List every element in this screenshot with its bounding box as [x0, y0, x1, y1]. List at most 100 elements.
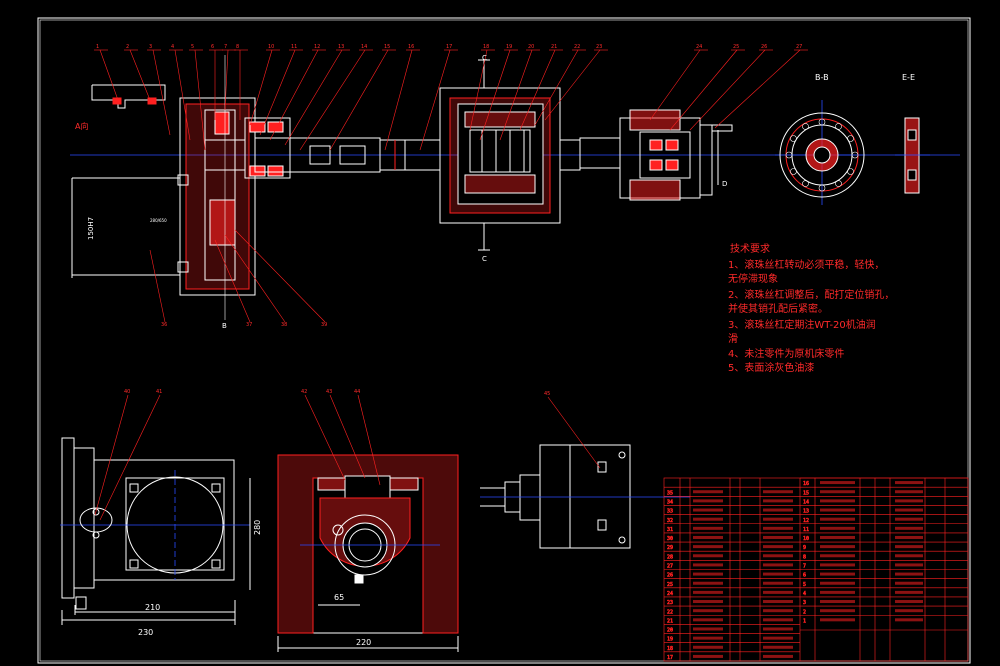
balloon-number: 22: [574, 44, 580, 50]
mark-d: D: [722, 180, 727, 188]
tbl-row-no: 7: [803, 564, 806, 570]
balloon-number: 12: [314, 44, 320, 50]
dim-210: 210: [145, 603, 160, 612]
balloon-number: 15: [384, 44, 390, 50]
tbl-cell-mark: [693, 600, 723, 604]
tbl-cell-mark: [895, 526, 923, 530]
tbl-cell-mark: [763, 654, 793, 658]
balloon-number: 19: [506, 44, 512, 50]
balloon-number: 3: [149, 44, 152, 50]
tbl-cell-mark: [763, 508, 793, 512]
tbl-row-no: 34: [667, 499, 673, 505]
tbl-cell-mark: [895, 535, 923, 539]
tbl-cell-mark: [820, 545, 855, 549]
tbl-cell-mark: [820, 554, 855, 558]
balloon-number: 11: [291, 44, 297, 50]
tbl-cell-mark: [895, 618, 923, 622]
balloon-number: 18: [483, 44, 489, 50]
tbl-row-no: 23: [667, 600, 673, 606]
tech-req-line-3: 2、滚珠丝杠调整后，配打定位销孔，: [728, 288, 894, 301]
tbl-cell-mark: [693, 590, 723, 594]
gearbox-housing: [179, 97, 256, 296]
balloon-number: 25: [733, 44, 739, 50]
tbl-cell-mark: [763, 618, 793, 622]
tbl-cell-mark: [693, 636, 723, 640]
tbl-cell-mark: [763, 645, 793, 649]
balloon-leader: [299, 49, 366, 151]
balloon-number: 4: [171, 44, 174, 50]
tbl-cell-mark: [820, 590, 855, 594]
inner-frame: [39, 19, 969, 662]
tbl-row-no: 2: [803, 609, 806, 615]
balloon-leader: [544, 49, 601, 121]
tech-req-line-2: 无停滞现象: [728, 272, 778, 285]
ball-circle: [790, 135, 797, 142]
dim-280: 280: [253, 520, 262, 535]
balloon-leader: [194, 49, 206, 151]
tbl-cell-mark: [693, 581, 723, 585]
tbl-cell-mark: [820, 499, 855, 503]
balloon-leader: [269, 49, 319, 141]
ball-circle: [802, 180, 809, 187]
balloon-number: 6: [211, 44, 214, 50]
tbl-cell-mark: [763, 545, 793, 549]
tbl-cell-mark: [693, 572, 723, 576]
mark-b: B: [222, 322, 227, 330]
tech-req-line-8: 5、表面涂灰色油漆: [728, 361, 814, 374]
balloon-leader: [304, 394, 346, 481]
balloon-number: 13: [338, 44, 344, 50]
balloon-number: 36: [161, 322, 167, 328]
tbl-cell-mark: [763, 572, 793, 576]
balloon-number: 27: [796, 44, 802, 50]
tbl-cell-mark: [763, 499, 793, 503]
tech-req-line-6: 滑: [728, 333, 738, 345]
balloon-leader: [357, 394, 381, 486]
tbl-cell-mark: [763, 581, 793, 585]
balloon-number: 7: [224, 44, 227, 50]
tbl-cell-mark: [763, 563, 793, 567]
section-ee-label: E-E: [902, 73, 915, 82]
balloon-number: 2: [126, 44, 129, 50]
tbl-cell-mark: [763, 609, 793, 613]
ball-circle: [847, 168, 854, 175]
tech-req-line-5: 3、滚珠丝杠定期注WT-20机油润: [728, 318, 876, 331]
tbl-cell-mark: [895, 517, 923, 521]
balloon-leader: [419, 49, 451, 151]
dim-65: 65: [334, 593, 344, 602]
tbl-cell-mark: [820, 508, 855, 512]
balloon-number: 45: [544, 391, 550, 397]
balloon-number: 1: [96, 44, 99, 50]
section-bb-view: B-B: [775, 73, 865, 205]
ball-circle: [818, 184, 826, 192]
tbl-cell-mark: [693, 654, 723, 658]
tbl-row-no: 14: [803, 499, 809, 505]
balloon-number: 39: [321, 322, 327, 328]
balloon-number: 5: [191, 44, 194, 50]
lower-section-view: [277, 454, 459, 652]
balloon-number: 40: [124, 389, 130, 395]
balloon-number: 41: [156, 389, 162, 395]
balloon-leader: [469, 49, 488, 131]
balloon-leader: [669, 49, 738, 131]
tbl-row-no: 18: [667, 646, 673, 652]
tbl-cell-mark: [763, 526, 793, 530]
view-a-label: A向: [75, 121, 88, 131]
dim-150-label: 150H7: [87, 217, 95, 240]
tbl-row-no: 29: [667, 545, 673, 551]
tbl-cell-mark: [693, 526, 723, 530]
ball-circle: [851, 151, 859, 159]
ball-circle: [802, 123, 809, 130]
balloon-leader: [329, 49, 389, 151]
dim-230: 230: [138, 628, 153, 637]
tbl-cell-mark: [693, 545, 723, 549]
balloon-leader: [329, 394, 366, 479]
balloon-leader: [99, 49, 119, 101]
tbl-cell-mark: [693, 490, 723, 494]
tbl-cell-mark: [693, 645, 723, 649]
balloon-leader: [234, 229, 326, 323]
tech-requirements: 技术要求 1、滚珠丝杠转动必须平稳，轻快， 无停滞现象 2、滚珠丝杠调整后，配打…: [728, 242, 894, 374]
lower-left-view: [60, 437, 251, 625]
